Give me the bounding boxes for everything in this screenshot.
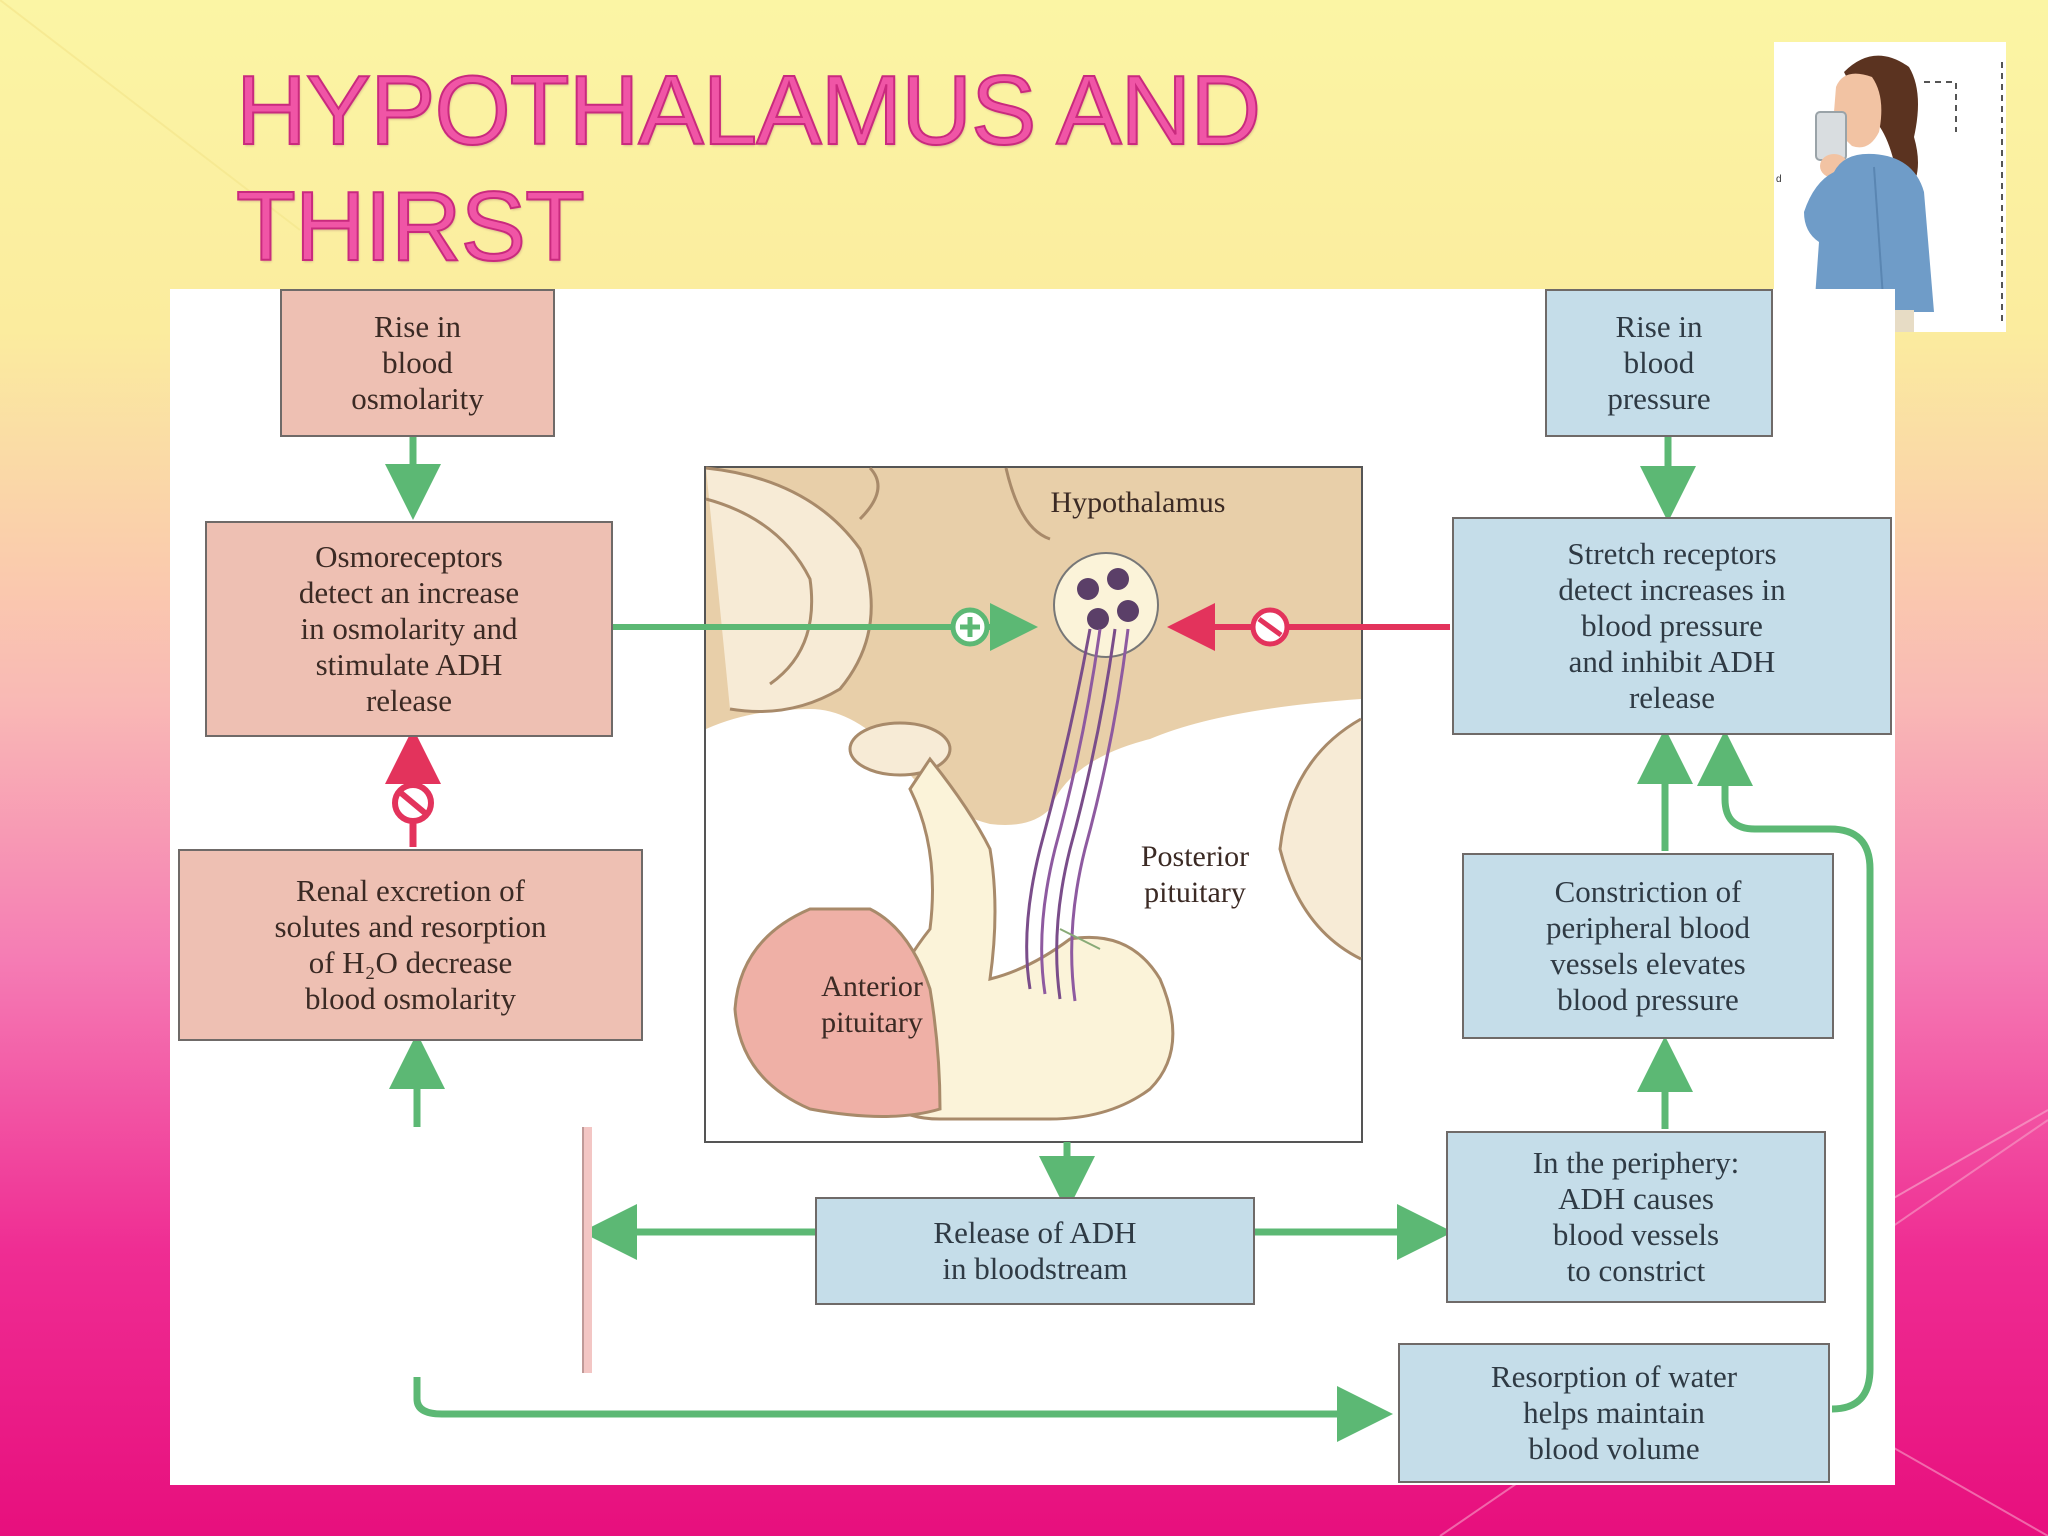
adh-regulation-diagram: Rise in blood osmolarity Osmoreceptors d… bbox=[170, 289, 1895, 1485]
label-posterior-pituitary: Posterior pituitary bbox=[1105, 839, 1285, 911]
label-hypothalamus: Hypothalamus bbox=[1018, 485, 1258, 521]
box-periphery: In the periphery: ADH causes blood vesse… bbox=[1446, 1131, 1826, 1303]
svg-text:d: d bbox=[1776, 174, 1782, 185]
box-release-adh: Release of ADH in bloodstream bbox=[815, 1197, 1255, 1305]
slide-title: HYPOTHALAMUS AND THIRST bbox=[236, 52, 1436, 284]
kidney-placeholder-box bbox=[170, 1127, 592, 1373]
box-rise-pressure: Rise in blood pressure bbox=[1545, 289, 1773, 437]
arrow-kidney-to-resorption bbox=[417, 1377, 1372, 1414]
box-stretch-receptors: Stretch receptors detect increases in bl… bbox=[1452, 517, 1892, 735]
arrow-resorption-to-stretch bbox=[1725, 751, 1870, 1409]
box-constriction: Constriction of peripheral blood vessels… bbox=[1462, 853, 1834, 1039]
title-line-2: THIRST bbox=[236, 168, 1436, 284]
box-osmoreceptors: Osmoreceptors detect an increase in osmo… bbox=[205, 521, 613, 737]
box-renal-excretion: Renal excretion of solutes and resorptio… bbox=[178, 849, 643, 1041]
label-anterior-pituitary: Anterior pituitary bbox=[782, 969, 962, 1041]
box-resorption-water: Resorption of water helps maintain blood… bbox=[1398, 1343, 1830, 1483]
title-line-1: HYPOTHALAMUS AND bbox=[236, 52, 1436, 168]
box-rise-osmolarity: Rise in blood osmolarity bbox=[280, 289, 555, 437]
